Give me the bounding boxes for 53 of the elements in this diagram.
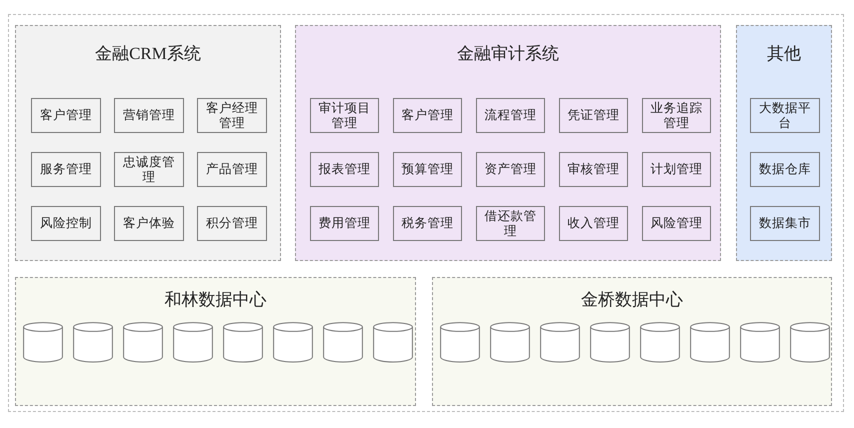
database-cylinder xyxy=(73,322,113,362)
database-cylinder xyxy=(173,322,213,362)
module-box: 资产管理 xyxy=(476,152,545,187)
module-box: 风险控制 xyxy=(31,206,101,241)
database-cylinder xyxy=(440,322,480,362)
database-cylinder xyxy=(273,322,313,362)
system-panel xyxy=(295,25,721,261)
module-box: 数据集市 xyxy=(750,206,820,241)
database-cylinder xyxy=(123,322,163,362)
module-box: 借还款管理 xyxy=(476,206,545,241)
module-box: 审核管理 xyxy=(559,152,628,187)
module-box: 产品管理 xyxy=(197,152,267,187)
module-box: 预算管理 xyxy=(393,152,462,187)
panel-heading: 其他 xyxy=(767,43,801,65)
database-cylinder xyxy=(640,322,680,362)
panel-heading: 和林数据中心 xyxy=(164,289,266,311)
module-box: 客户管理 xyxy=(31,98,101,133)
module-box: 服务管理 xyxy=(31,152,101,187)
module-box: 数据仓库 xyxy=(750,152,820,187)
module-box: 计划管理 xyxy=(642,152,711,187)
module-box: 客户经理管理 xyxy=(197,98,267,133)
module-box: 客户管理 xyxy=(393,98,462,133)
database-cylinder xyxy=(223,322,263,362)
module-box: 报表管理 xyxy=(310,152,379,187)
panel-heading: 金桥数据中心 xyxy=(581,289,683,311)
module-box: 费用管理 xyxy=(310,206,379,241)
system-panel xyxy=(15,277,416,406)
database-cylinder xyxy=(740,322,780,362)
module-box: 凭证管理 xyxy=(559,98,628,133)
module-box: 忠诚度管理 xyxy=(114,152,184,187)
module-box: 营销管理 xyxy=(114,98,184,133)
database-cylinder xyxy=(790,322,830,362)
module-box: 风险管理 xyxy=(642,206,711,241)
module-box: 税务管理 xyxy=(393,206,462,241)
database-cylinder xyxy=(690,322,730,362)
panel-heading: 金融审计系统 xyxy=(457,43,559,65)
system-panel xyxy=(15,25,281,261)
system-panel xyxy=(432,277,832,406)
module-box: 大数据平台 xyxy=(750,98,820,133)
database-cylinder xyxy=(540,322,580,362)
database-cylinder xyxy=(490,322,530,362)
system-panel xyxy=(736,25,832,261)
module-box: 流程管理 xyxy=(476,98,545,133)
module-box: 业务追踪管理 xyxy=(642,98,711,133)
database-cylinder xyxy=(23,322,63,362)
module-box: 审计项目管理 xyxy=(310,98,379,133)
panel-heading: 金融CRM系统 xyxy=(95,43,201,65)
database-cylinder xyxy=(323,322,363,362)
database-cylinder xyxy=(373,322,413,362)
module-box: 收入管理 xyxy=(559,206,628,241)
module-box: 客户体验 xyxy=(114,206,184,241)
module-box: 积分管理 xyxy=(197,206,267,241)
database-cylinder xyxy=(590,322,630,362)
